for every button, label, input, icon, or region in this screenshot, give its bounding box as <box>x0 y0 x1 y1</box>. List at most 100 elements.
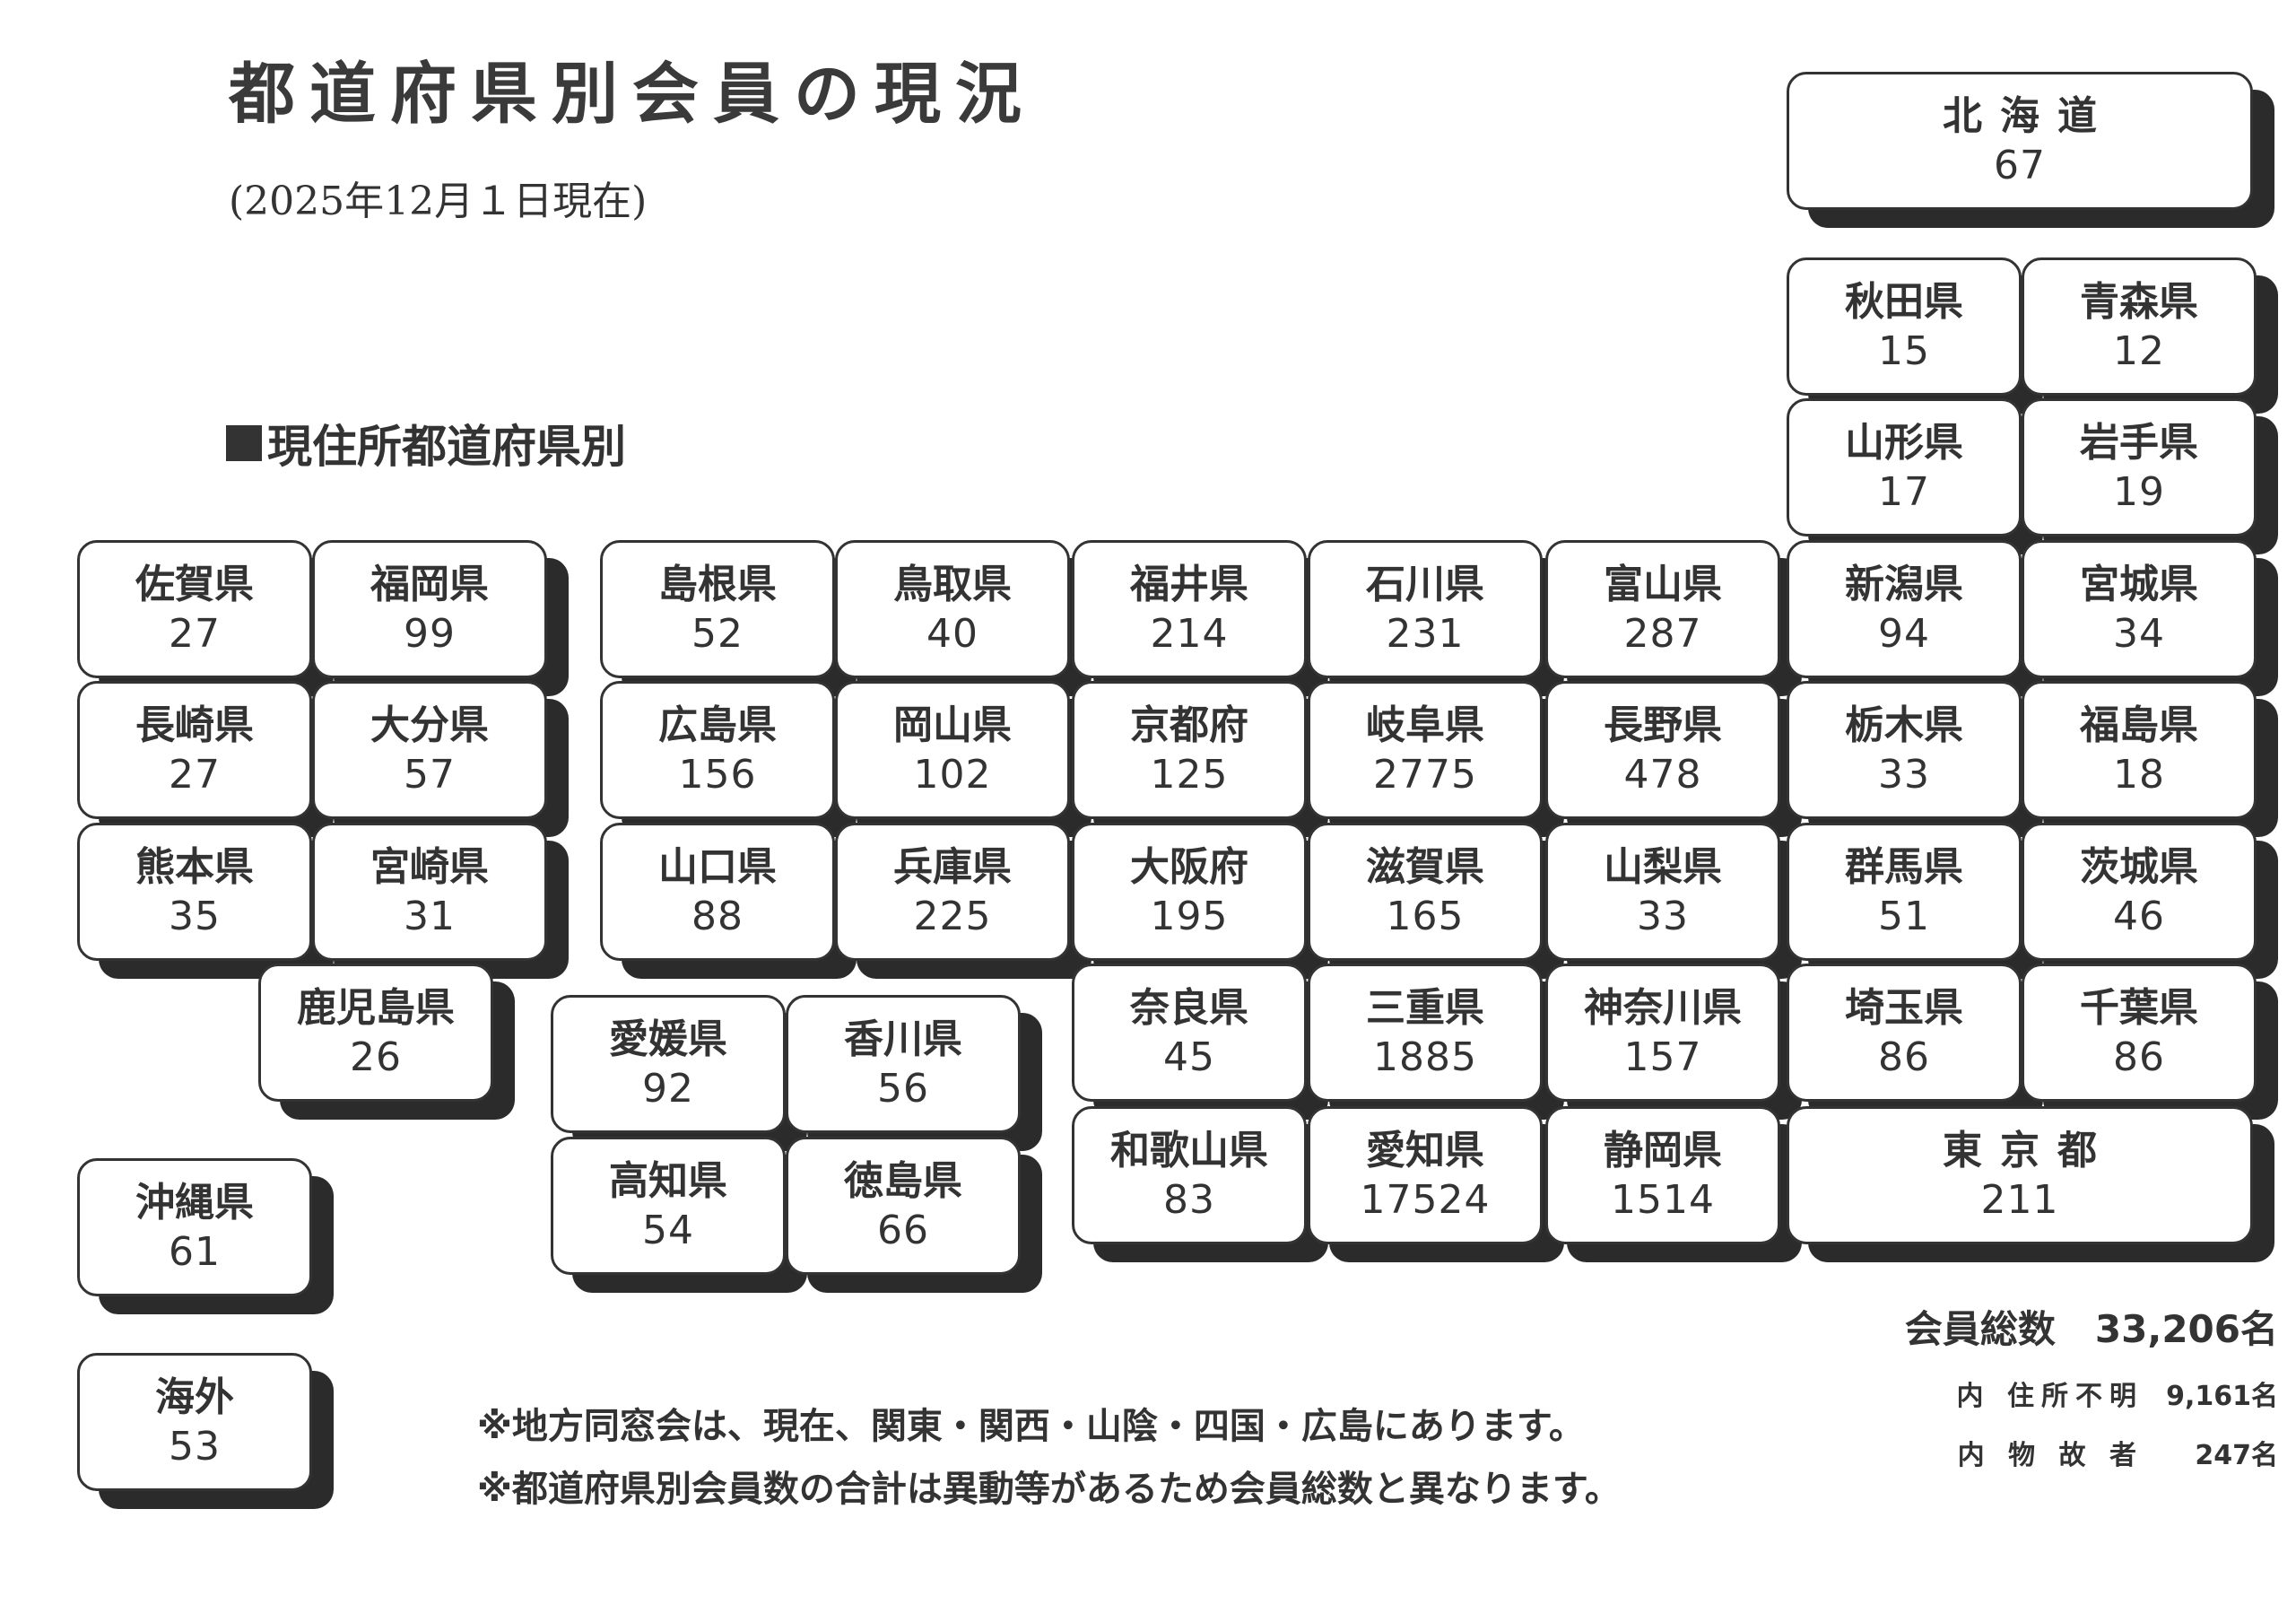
prefecture-count: 156 <box>678 752 757 798</box>
prefecture-name: 千葉県 <box>2080 984 2198 1031</box>
section-heading-label: 現住所都道府県別 <box>267 421 626 473</box>
prefecture-count: 66 <box>877 1208 929 1253</box>
unknown-address-value: 9,161名 <box>2166 1381 2278 1412</box>
prefecture-name: 大分県 <box>370 702 489 748</box>
prefecture-name: 秋田県 <box>1845 278 1963 325</box>
prefecture-name: 岐阜県 <box>1366 702 1484 748</box>
prefecture-name: 神奈川県 <box>1584 984 1742 1031</box>
prefecture-count: 12 <box>2113 328 2165 374</box>
prefecture-count: 56 <box>877 1066 929 1112</box>
prefecture-name: 三重県 <box>1366 984 1484 1031</box>
prefecture-name: 徳島県 <box>844 1157 962 1204</box>
footnote-total-difference: ※都道府県別会員数の合計は異動等があるため会員総数と異なります。 <box>477 1469 1621 1510</box>
total-members-label: 会員総数 <box>1904 1307 2056 1351</box>
prefecture-name: 埼玉県 <box>1845 984 1963 1031</box>
total-members: 会員総数 33,206名 <box>1905 1299 2278 1354</box>
prefecture-name: 香川県 <box>844 1016 962 1062</box>
prefecture-name: 石川県 <box>1366 561 1484 607</box>
prefecture-name: 山梨県 <box>1604 843 1722 890</box>
prefecture-name: 奈良県 <box>1130 984 1248 1031</box>
deceased-value: 247名 <box>2195 1440 2278 1471</box>
prefecture-count: 1514 <box>1611 1177 1715 1223</box>
prefecture-name: 新潟県 <box>1845 561 1963 607</box>
prefecture-count: 19 <box>2113 469 2165 515</box>
prefecture-name: 岡山県 <box>893 702 1012 748</box>
prefecture-name: 福岡県 <box>370 561 489 607</box>
prefecture-count: 86 <box>1878 1034 1930 1080</box>
prefecture-count: 17 <box>1878 469 1930 515</box>
prefecture-count: 92 <box>642 1066 694 1112</box>
total-members-value: 33,206名 <box>2094 1307 2278 1351</box>
prefecture-count: 35 <box>169 894 221 939</box>
prefecture-count: 31 <box>404 894 456 939</box>
deceased-line: 内 物 故 者 247名 <box>1905 1433 2278 1472</box>
page-title: 都道府県別会員の現況 <box>229 56 1036 133</box>
prefecture-name: 群馬県 <box>1845 843 1963 890</box>
prefecture-count: 67 <box>1994 143 2046 188</box>
prefecture-name: 長崎県 <box>135 702 254 748</box>
prefecture-name: 山形県 <box>1845 419 1963 466</box>
prefecture-count: 1885 <box>1373 1034 1477 1080</box>
prefecture-count: 17524 <box>1360 1177 1491 1223</box>
prefecture-name: 福井県 <box>1130 561 1248 607</box>
prefecture-name: 愛媛県 <box>609 1016 727 1062</box>
prefecture-name: 北海道 <box>1943 92 2115 139</box>
prefecture-count: 27 <box>169 752 221 798</box>
prefecture-count: 2775 <box>1373 752 1477 798</box>
prefecture-name: 宮崎県 <box>370 843 489 890</box>
prefecture-count: 18 <box>2113 752 2165 798</box>
as-of-date: (2025年12月１日現在) <box>229 179 648 224</box>
prefecture-count: 214 <box>1150 611 1229 657</box>
footnote-alumni-branches: ※地方同窓会は、現在、関東・関西・山陰・四国・広島にあります。 <box>477 1406 1585 1447</box>
prefecture-name: 兵庫県 <box>893 843 1012 890</box>
prefecture-name: 佐賀県 <box>135 561 254 607</box>
prefecture-count: 94 <box>1878 611 1930 657</box>
prefecture-count: 53 <box>169 1424 221 1470</box>
prefecture-count: 157 <box>1623 1034 1702 1080</box>
prefecture-count: 165 <box>1386 894 1465 939</box>
prefecture-count: 102 <box>913 752 992 798</box>
square-bullet-icon <box>226 425 262 461</box>
prefecture-name: 京都府 <box>1130 702 1248 748</box>
prefecture-count: 33 <box>1878 752 1930 798</box>
prefecture-count: 83 <box>1163 1177 1215 1223</box>
prefecture-count: 33 <box>1637 894 1689 939</box>
prefecture-name: 広島県 <box>658 702 777 748</box>
prefecture-name: 茨城県 <box>2080 843 2198 890</box>
prefecture-name: 和歌山県 <box>1110 1127 1268 1173</box>
prefecture-count: 34 <box>2113 611 2165 657</box>
prefecture-name: 岩手県 <box>2080 419 2198 466</box>
deceased-label: 内 物 故 者 <box>1957 1440 2144 1471</box>
prefecture-count: 51 <box>1878 894 1930 939</box>
prefecture-count: 88 <box>691 894 744 939</box>
prefecture-name: 鹿児島県 <box>297 984 455 1031</box>
